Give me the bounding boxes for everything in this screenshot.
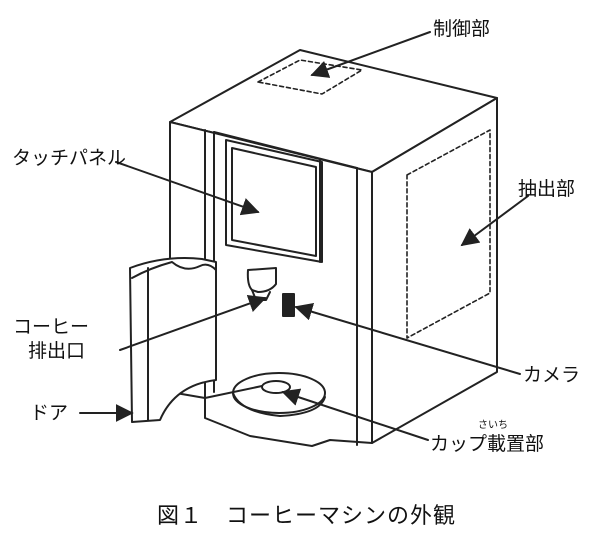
label-control: 制御部 (433, 18, 491, 40)
extraction-arrow (460, 195, 529, 247)
drip-base-front (232, 392, 326, 417)
control-arrow (310, 31, 431, 78)
figure-caption: 図１ コーヒーマシンの外観 (156, 504, 456, 529)
label-cup-stand: カップ載置部 (430, 433, 545, 455)
coffee-outlet-arrow (119, 294, 267, 351)
control-region (257, 59, 363, 95)
label-coffee-outlet-line1: コーヒー (13, 316, 90, 338)
front-frame-top-rail (213, 131, 358, 169)
camera-arrow (294, 303, 521, 375)
label-touch-panel: タッチパネル (12, 147, 127, 169)
cup-stand-inner (261, 380, 291, 394)
label-door: ドア (30, 402, 69, 424)
coffee-outlet (246, 267, 277, 293)
touch-panel-screen (231, 147, 317, 257)
camera (282, 293, 295, 317)
extraction-region (406, 129, 491, 339)
door (129, 257, 217, 423)
door-top-edge (131, 261, 217, 279)
touch-panel (225, 139, 323, 263)
touch-panel-arrow (115, 161, 260, 216)
label-coffee-outlet-line2: 排出口 (28, 340, 86, 362)
label-camera: カメラ (523, 364, 581, 386)
label-cup-stand-ruby: さいち (478, 420, 508, 431)
label-extraction: 抽出部 (518, 178, 576, 200)
cup-stand-arrow (281, 388, 429, 441)
